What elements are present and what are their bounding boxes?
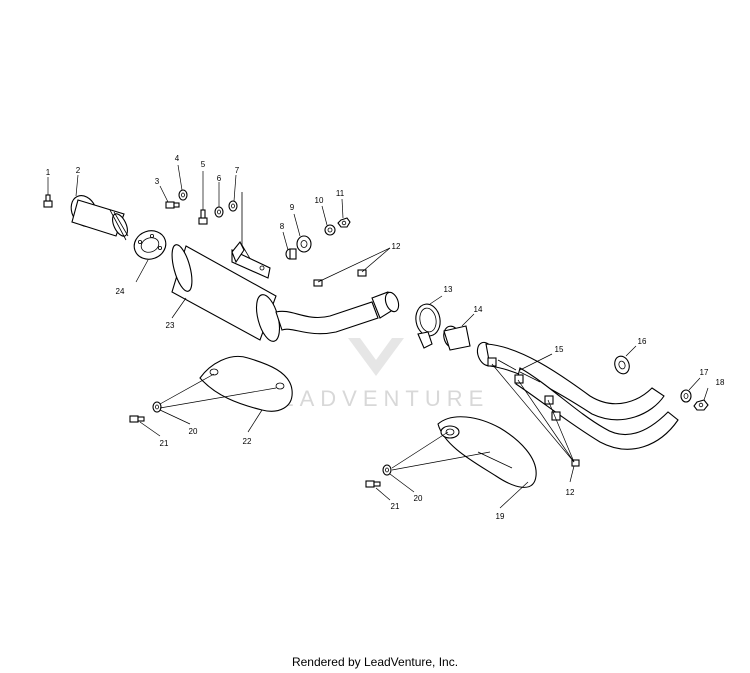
part-4-washer[interactable] xyxy=(178,189,188,201)
part-21-screw-left[interactable] xyxy=(129,415,145,423)
part-20-washer-left[interactable] xyxy=(152,401,162,413)
part-5-bolt[interactable] xyxy=(198,209,208,225)
callout-7[interactable]: 7 xyxy=(235,166,240,175)
callout-8[interactable]: 8 xyxy=(280,222,285,231)
callout-10[interactable]: 10 xyxy=(315,196,324,205)
part-14-sleeve[interactable] xyxy=(441,324,471,351)
callout-12-bottom[interactable]: 12 xyxy=(566,488,575,497)
part-23-muffler[interactable] xyxy=(168,192,401,344)
part-16-exhaust-gasket[interactable] xyxy=(612,354,631,376)
callout-1[interactable]: 1 xyxy=(46,168,51,177)
callout-3[interactable]: 3 xyxy=(155,177,160,186)
part-15-head-pipe[interactable] xyxy=(474,340,679,450)
callout-5[interactable]: 5 xyxy=(201,160,206,169)
callout-12-top[interactable]: 12 xyxy=(392,242,401,251)
footer-credit: Rendered by LeadVenture, Inc. xyxy=(291,655,459,669)
callout-21-left[interactable]: 21 xyxy=(160,439,169,448)
part-3-bolt[interactable] xyxy=(165,201,180,209)
watermark: LEADVENTURE xyxy=(261,338,490,411)
part-6-washer[interactable] xyxy=(214,206,224,218)
callout-20-right[interactable]: 20 xyxy=(414,494,423,503)
part-2-spark-arrestor[interactable] xyxy=(66,191,130,241)
part-24-gasket[interactable] xyxy=(130,226,170,263)
part-7-washer[interactable] xyxy=(228,200,238,212)
part-19-heat-shield[interactable] xyxy=(437,416,537,488)
part-13-clamp[interactable] xyxy=(413,302,442,349)
callout-15[interactable]: 15 xyxy=(555,345,564,354)
callout-16[interactable]: 16 xyxy=(638,337,647,346)
part-10-washer[interactable] xyxy=(324,224,336,236)
callout-9[interactable]: 9 xyxy=(290,203,295,212)
callout-6[interactable]: 6 xyxy=(217,174,222,183)
callout-14[interactable]: 14 xyxy=(474,305,483,314)
part-8-spacer[interactable] xyxy=(285,248,297,260)
leader-lines xyxy=(47,164,709,509)
watermark-text: LEADVENTURE xyxy=(261,386,490,411)
callout-2[interactable]: 2 xyxy=(76,166,81,175)
part-17-washer[interactable] xyxy=(680,389,692,403)
part-9-grommet[interactable] xyxy=(296,235,312,253)
part-1-bolt[interactable] xyxy=(43,194,53,208)
part-20-washer-right[interactable] xyxy=(382,464,392,476)
callout-17[interactable]: 17 xyxy=(700,368,709,377)
part-12-clips-right[interactable] xyxy=(571,459,580,467)
callout-4[interactable]: 4 xyxy=(175,154,180,163)
part-11-nut[interactable] xyxy=(337,217,351,228)
callout-20-left[interactable]: 20 xyxy=(189,427,198,436)
callout-labels: 1 2 3 4 5 6 7 8 9 10 11 12 13 14 15 16 1… xyxy=(46,154,725,521)
callout-21-right[interactable]: 21 xyxy=(391,502,400,511)
callout-24[interactable]: 24 xyxy=(116,287,125,296)
callout-22[interactable]: 22 xyxy=(243,437,252,446)
callout-23[interactable]: 23 xyxy=(166,321,175,330)
part-21-screw-right[interactable] xyxy=(365,480,381,488)
callout-11[interactable]: 11 xyxy=(336,189,345,198)
callout-18[interactable]: 18 xyxy=(716,378,725,387)
callout-19[interactable]: 19 xyxy=(496,512,505,521)
part-18-nut[interactable] xyxy=(693,399,709,411)
part-22-heat-shield[interactable] xyxy=(199,356,293,412)
callout-13[interactable]: 13 xyxy=(444,285,453,294)
